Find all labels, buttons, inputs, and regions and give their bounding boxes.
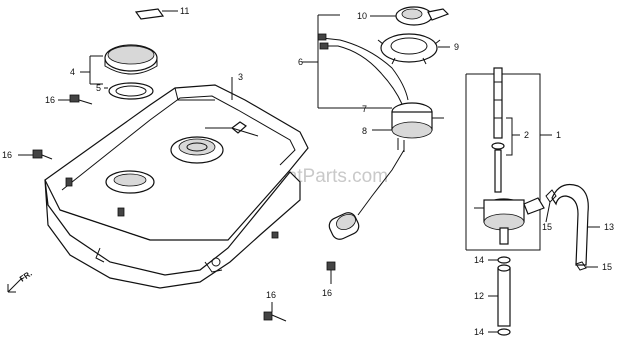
callout-16-c: 16 xyxy=(322,288,332,298)
part-2-strainer xyxy=(491,67,505,193)
part-14-clip-lower xyxy=(497,328,511,336)
part-15-clip-upper xyxy=(545,189,557,223)
svg-text:FR.: FR. xyxy=(18,269,34,284)
part-4-filler-cap xyxy=(104,44,158,75)
callout-15-b: 15 xyxy=(602,262,612,272)
part-16-bolt-left xyxy=(32,149,53,160)
part-11-sticker xyxy=(134,8,178,20)
callout-14-a: 14 xyxy=(474,255,484,265)
callout-16-d: 16 xyxy=(266,290,276,300)
part-16-bolt-upper xyxy=(69,94,93,105)
part-5-gasket xyxy=(108,82,154,100)
callout-11: 11 xyxy=(180,6,189,16)
callout-1: 1 xyxy=(556,130,561,140)
part-8-float xyxy=(328,212,360,240)
part-15-clip-lower xyxy=(575,261,598,271)
part-1-fuel-cock xyxy=(474,197,545,245)
callout-12: 12 xyxy=(474,291,484,301)
callout-3: 3 xyxy=(238,72,243,82)
callout-16-b: 16 xyxy=(2,150,12,160)
callout-7: 7 xyxy=(362,104,367,114)
front-direction-marker: FR. xyxy=(7,269,34,293)
callout-13: 13 xyxy=(604,222,614,232)
callout-10: 10 xyxy=(357,11,367,21)
part-14-clip-upper xyxy=(497,256,511,264)
callout-5: 5 xyxy=(96,83,101,93)
callout-9: 9 xyxy=(454,42,459,52)
callout-8: 8 xyxy=(362,126,367,136)
part-9-lock-ring xyxy=(377,33,441,65)
callout-labels: 11 10 9 6 7 8 4 5 3 16 16 16 16 2 1 15 1… xyxy=(2,6,614,337)
part-3-fuel-tank xyxy=(44,84,309,289)
callout-14-b: 14 xyxy=(474,327,484,337)
callout-16-a: 16 xyxy=(45,95,55,105)
callout-4: 4 xyxy=(70,67,75,77)
part-16-bolt-middle xyxy=(326,261,336,284)
part-7-fuel-sender-unit xyxy=(317,33,444,216)
part-16-bolt-lower xyxy=(263,311,287,322)
callout-15-a: 15 xyxy=(542,222,552,232)
part-1-group-box xyxy=(465,73,541,251)
part-12-tube xyxy=(497,264,511,327)
part-10-cover xyxy=(395,6,450,26)
part-13-fuel-tube xyxy=(551,183,589,266)
callout-6: 6 xyxy=(298,57,303,67)
callout-2: 2 xyxy=(524,130,529,140)
